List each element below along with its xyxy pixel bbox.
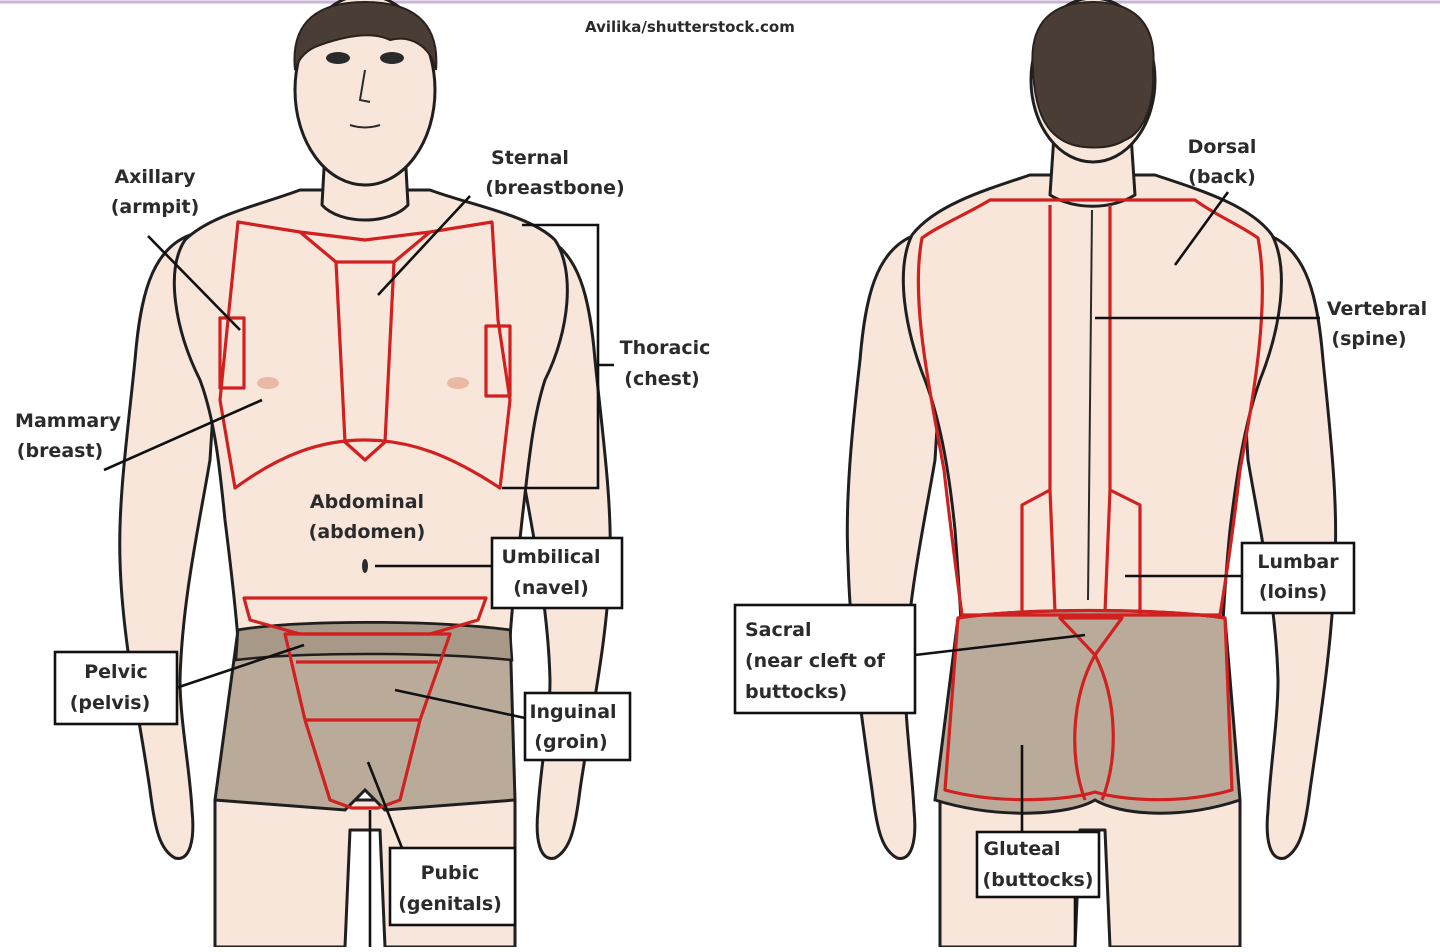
front-pubic-region	[283, 632, 452, 810]
back-figure	[845, 0, 1338, 949]
label-vertebral: Vertebral (spine)	[1327, 298, 1427, 350]
label-abdominal-common: (abdomen)	[309, 521, 426, 543]
label-axillary-name: Axillary	[114, 166, 196, 188]
back-leader-lines	[900, 191, 1320, 947]
front-hair	[293, 0, 438, 71]
front-head	[293, 0, 437, 187]
label-pelvic-box	[53, 650, 179, 726]
back-dorsal-outline	[916, 198, 1264, 617]
label-mammary-common: (breast)	[17, 440, 103, 462]
label-thoracic: Thoracic (chest)	[620, 337, 711, 390]
back-gluteal-region	[943, 608, 1234, 802]
label-dorsal-name: Dorsal	[1188, 136, 1257, 158]
label-inguinal-box	[523, 691, 632, 762]
label-sacral-common-2: buttocks)	[745, 681, 847, 703]
label-pelvic-common: (pelvis)	[70, 692, 151, 714]
front-figure	[118, 0, 612, 949]
label-gluteal: Gluteal (buttocks)	[975, 830, 1101, 899]
back-lumbar-inner	[1048, 489, 1112, 613]
label-pubic-name: Pubic	[421, 862, 480, 884]
label-pelvic-name: Pelvic	[84, 661, 148, 683]
back-vertebral-region	[1020, 205, 1142, 615]
label-lumbar-box	[1240, 541, 1356, 615]
front-left-nipple	[257, 377, 279, 389]
front-right-eye	[380, 52, 404, 64]
label-pubic-common: (genitals)	[398, 893, 502, 915]
back-shorts	[933, 609, 1242, 815]
label-abdominal: Abdominal (abdomen)	[309, 491, 426, 543]
label-lumbar-common: (loins)	[1259, 581, 1327, 603]
label-abdominal-name: Abdominal	[310, 491, 424, 513]
label-pubic: Pubic (genitals)	[388, 846, 517, 927]
label-pelvic: Pelvic (pelvis)	[53, 650, 179, 726]
label-gluteal-name: Gluteal	[984, 838, 1061, 860]
label-sternal-name: Sternal	[491, 147, 569, 169]
label-dorsal-common: (back)	[1188, 166, 1256, 188]
label-sternal-common: (breastbone)	[485, 177, 625, 199]
front-right-nipple	[447, 377, 469, 389]
front-thoracic-region	[218, 220, 512, 490]
label-mammary-name: Mammary	[15, 410, 122, 432]
label-sacral-box	[733, 603, 917, 715]
label-lumbar: Lumbar (loins)	[1240, 541, 1356, 615]
front-nose	[358, 69, 371, 103]
label-lumbar-name: Lumbar	[1257, 551, 1339, 573]
label-thoracic-name: Thoracic	[620, 337, 711, 359]
label-sacral-name: Sacral	[745, 619, 811, 641]
label-pubic-box	[388, 846, 517, 927]
front-sternal-region	[334, 260, 396, 462]
back-hair	[1031, 0, 1155, 149]
back-spine-line	[1087, 209, 1093, 601]
label-axillary: Axillary (armpit)	[111, 166, 200, 218]
front-left-axillary-region	[218, 316, 246, 390]
label-umbilical-common: (navel)	[513, 577, 589, 599]
label-umbilical: Umbilical (navel)	[490, 536, 624, 610]
label-inguinal: Inguinal (groin)	[523, 691, 632, 762]
label-vertebral-name: Vertebral	[1327, 298, 1427, 320]
front-inguinal-lines	[296, 660, 438, 722]
label-vertebral-common: (spine)	[1331, 328, 1406, 350]
label-inguinal-name: Inguinal	[529, 701, 616, 723]
front-left-eye	[326, 52, 350, 64]
label-sacral: Sacral (near cleft of buttocks)	[733, 603, 917, 715]
label-sacral-common-1: (near cleft of	[745, 650, 886, 672]
label-mammary: Mammary (breast)	[15, 410, 122, 462]
label-sternal: Sternal (breastbone)	[485, 147, 625, 199]
front-mouth	[349, 124, 381, 129]
front-leader-lines	[103, 195, 614, 947]
label-inguinal-common: (groin)	[534, 731, 607, 753]
label-gluteal-box	[975, 830, 1101, 899]
label-dorsal: Dorsal (back)	[1188, 136, 1257, 188]
label-thoracic-common: (chest)	[624, 368, 699, 390]
front-right-axillary-region	[484, 324, 512, 398]
front-navel	[362, 559, 368, 573]
label-gluteal-common: (buttocks)	[983, 869, 1094, 891]
label-umbilical-box	[490, 536, 624, 610]
label-umbilical-name: Umbilical	[502, 546, 601, 568]
image-credit: Avilika/shutterstock.com	[585, 18, 795, 36]
front-sternum-top	[298, 230, 432, 264]
label-axillary-common: (armpit)	[111, 196, 200, 218]
